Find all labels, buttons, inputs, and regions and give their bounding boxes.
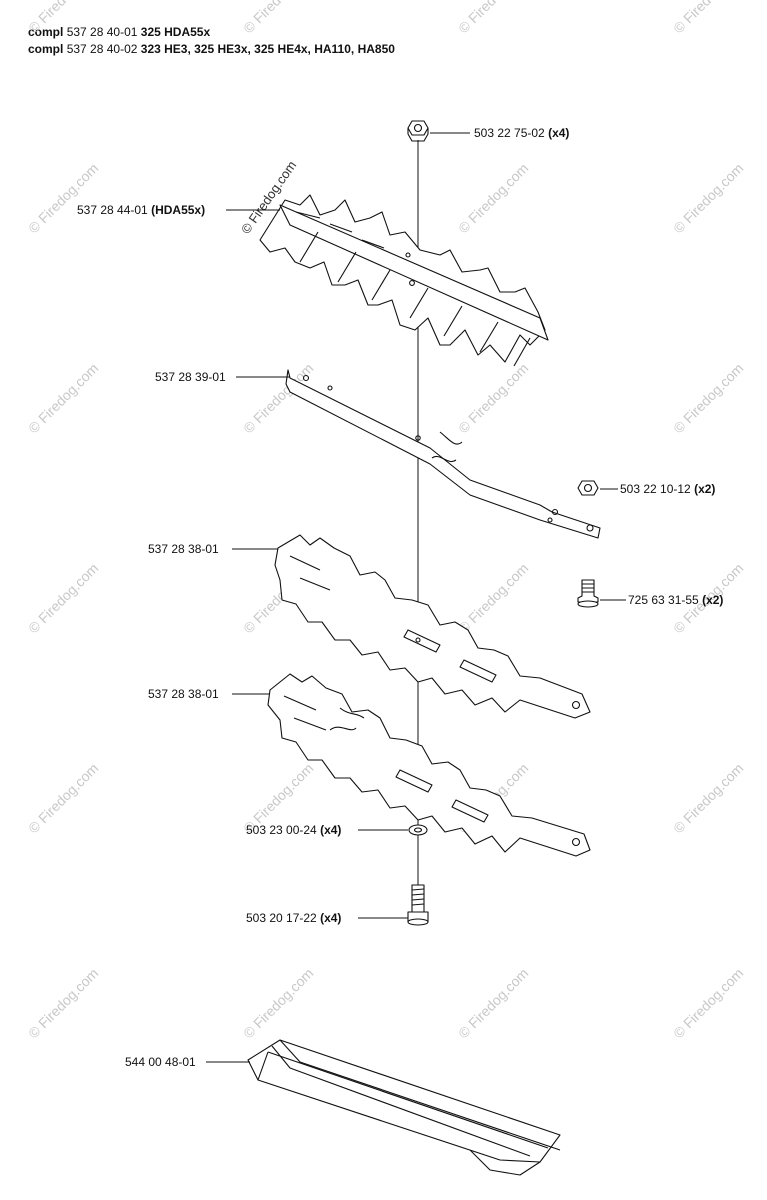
header-assembly-number: 537 28 40-02 (66, 42, 138, 56)
part-label-upper-cutting-blade: 537 28 38-01 (148, 542, 219, 556)
hex-nut-icon (577, 480, 599, 496)
part-number: 544 00 48-01 (125, 1055, 196, 1069)
bolt-icon (407, 884, 429, 926)
part-number: 537 28 38-01 (148, 542, 219, 556)
part-number: 537 28 39-01 (155, 370, 226, 384)
part-label-upper-blade: 537 28 44-01 (HDA55x) (77, 203, 205, 217)
flange-nut-icon (407, 120, 429, 142)
part-label-connecting-rod: 537 28 39-01 (155, 370, 226, 384)
leader-lines (206, 132, 626, 1063)
header-models: 325 HDA55x (140, 25, 211, 39)
part-quantity: (x2) (694, 482, 716, 496)
header-assembly-number: 537 28 40-01 (66, 25, 138, 39)
part-label-lower-cutting-blade: 537 28 38-01 (148, 687, 219, 701)
header-line-1: compl 537 28 40-01 325 HDA55x (28, 24, 395, 41)
part-label-top-nut: 503 22 75-02 (x4) (474, 126, 569, 140)
part-label-bolt: 503 20 17-22 (x4) (246, 911, 341, 925)
cutting-blade-icon (274, 534, 591, 719)
cutting-blade-icon (267, 673, 591, 857)
diagram-header: compl 537 28 40-01 325 HDA55x compl 537 … (28, 24, 395, 58)
countersunk-screw-icon (577, 579, 599, 608)
part-number: 537 28 44-01 (77, 203, 148, 217)
part-label-hex-nut: 503 22 10-12 (x2) (620, 482, 715, 496)
part-label-screw: 725 63 31-55 (x2) (628, 593, 723, 607)
part-quantity: (x4) (320, 823, 342, 837)
part-number: 725 63 31-55 (628, 593, 699, 607)
part-quantity: (x4) (548, 126, 570, 140)
upper-blade-icon (259, 194, 549, 367)
part-number: 503 22 75-02 (474, 126, 545, 140)
washer-icon (408, 824, 428, 836)
part-label-washer: 503 23 00-24 (x4) (246, 823, 341, 837)
part-number: 503 23 00-24 (246, 823, 317, 837)
part-label-blade-guard: 544 00 48-01 (125, 1055, 196, 1069)
part-number: 503 20 17-22 (246, 911, 317, 925)
blade-guard-icon (247, 1039, 561, 1176)
header-prefix: compl (28, 42, 64, 56)
part-quantity: (x4) (320, 911, 342, 925)
part-quantity: (HDA55x) (151, 203, 206, 217)
part-quantity: (x2) (702, 593, 724, 607)
header-prefix: compl (28, 25, 64, 39)
header-line-2: compl 537 28 40-02 323 HE3, 325 HE3x, 32… (28, 41, 395, 58)
part-number: 503 22 10-12 (620, 482, 691, 496)
header-models: 323 HE3, 325 HE3x, 325 HE4x, HA110, HA85… (140, 42, 395, 56)
part-number: 537 28 38-01 (148, 687, 219, 701)
connecting-rod-icon (285, 369, 601, 539)
